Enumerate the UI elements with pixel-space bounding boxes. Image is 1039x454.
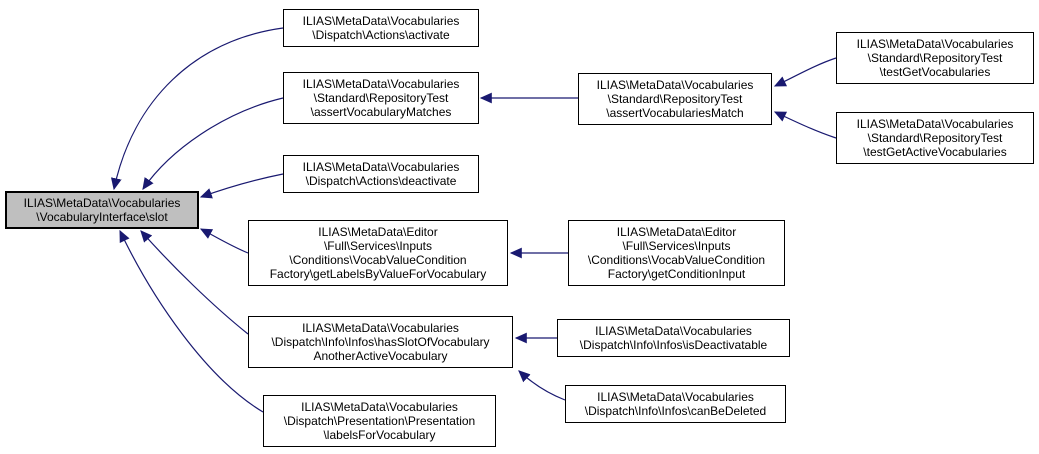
node-line: \Dispatch\Actions\deactivate xyxy=(305,174,457,188)
node-dispatch-actions-activate[interactable]: ILIAS\MetaData\Vocabularies \Dispatch\Ac… xyxy=(283,9,479,47)
node-infos-canBeDeleted[interactable]: ILIAS\MetaData\Vocabularies \Dispatch\In… xyxy=(565,385,786,423)
node-line: ILIAS\MetaData\Vocabularies xyxy=(23,196,181,210)
node-line: \VocabularyInterface\slot xyxy=(36,210,168,224)
edge-activate-to-slot xyxy=(110,27,284,191)
node-line: \Conditions\VocabValueCondition xyxy=(587,253,766,267)
node-line: \Dispatch\Info\Infos\isDeactivatable xyxy=(579,338,768,352)
node-repositorytest-assertVocabularyMatches[interactable]: ILIAS\MetaData\Vocabularies \Standard\Re… xyxy=(283,72,479,124)
node-vocabulary-interface-slot[interactable]: ILIAS\MetaData\Vocabularies \VocabularyI… xyxy=(5,191,199,229)
node-line: ILIAS\MetaData\Vocabularies xyxy=(595,324,752,338)
node-line: ILIAS\MetaData\Vocabularies xyxy=(856,37,1014,51)
edge-hasSlotOfVocabulary-to-slot xyxy=(140,230,249,335)
node-infos-isDeactivatable[interactable]: ILIAS\MetaData\Vocabularies \Dispatch\In… xyxy=(557,319,790,357)
node-line: ILIAS\MetaData\Vocabularies xyxy=(302,160,460,174)
edge-testGetActiveVocabularies-to-assertVocabulariesMatch xyxy=(773,111,837,139)
node-line: \Dispatch\Actions\activate xyxy=(312,28,450,42)
node-line: ILIAS\MetaData\Vocabularies xyxy=(597,390,754,404)
node-line: AnotherActiveVocabulary xyxy=(313,349,448,363)
edge-deactivate-to-slot xyxy=(199,173,284,199)
node-line: ILIAS\MetaData\Vocabularies xyxy=(302,14,460,28)
node-presentation-labelsForVocabulary[interactable]: ILIAS\MetaData\Vocabularies \Dispatch\Pr… xyxy=(263,395,496,447)
node-line: ILIAS\MetaData\Editor xyxy=(616,225,737,239)
node-line: \Full\Services\Inputs xyxy=(622,239,731,253)
node-dispatch-actions-deactivate[interactable]: ILIAS\MetaData\Vocabularies \Dispatch\Ac… xyxy=(283,155,479,193)
node-line: \Dispatch\Info\Infos\hasSlotOfVocabulary xyxy=(271,335,490,349)
node-line: \Dispatch\Presentation\Presentation xyxy=(283,414,476,428)
edge-labelsForVocabulary-to-slot xyxy=(119,229,264,413)
node-line: ILIAS\MetaData\Vocabularies xyxy=(302,77,460,91)
edge-getLabelsByValueForVocabulary-to-slot xyxy=(199,228,249,254)
node-line: ILIAS\MetaData\Vocabularies xyxy=(302,321,459,335)
node-line: \testGetActiveVocabularies xyxy=(863,145,1007,159)
node-line: Factory\getLabelsByValueForVocabulary xyxy=(269,267,487,281)
node-line: ILIAS\MetaData\Vocabularies xyxy=(596,78,754,92)
node-line: \testGetVocabularies xyxy=(879,65,991,79)
node-line: \Standard\RepositoryTest xyxy=(607,92,743,106)
node-testGetActiveVocabularies[interactable]: ILIAS\MetaData\Vocabularies \Standard\Re… xyxy=(836,112,1034,164)
node-getLabelsByValueForVocabulary[interactable]: ILIAS\MetaData\Editor \Full\Services\Inp… xyxy=(248,220,508,286)
node-getConditionInput[interactable]: ILIAS\MetaData\Editor \Full\Services\Inp… xyxy=(568,220,785,286)
node-line: ILIAS\MetaData\Vocabularies xyxy=(856,117,1014,131)
edge-testGetVocabularies-to-assertVocabulariesMatch xyxy=(773,57,837,87)
node-repositorytest-assertVocabulariesMatch[interactable]: ILIAS\MetaData\Vocabularies \Standard\Re… xyxy=(578,73,772,125)
node-line: \Standard\RepositoryTest xyxy=(867,51,1003,65)
node-line: ILIAS\MetaData\Vocabularies xyxy=(301,400,458,414)
node-line: ILIAS\MetaData\Editor xyxy=(318,225,438,239)
node-testGetVocabularies[interactable]: ILIAS\MetaData\Vocabularies \Standard\Re… xyxy=(836,32,1034,84)
node-line: \Dispatch\Info\Infos\canBeDeleted xyxy=(584,404,767,418)
node-line: \labelsForVocabulary xyxy=(323,428,436,442)
node-line: \Conditions\VocabValueCondition xyxy=(289,253,467,267)
node-line: \Standard\RepositoryTest xyxy=(313,91,449,105)
node-hasSlotOfVocabularyAnotherActiveVocabulary[interactable]: ILIAS\MetaData\Vocabularies \Dispatch\In… xyxy=(248,316,513,368)
node-line: Factory\getConditionInput xyxy=(607,267,746,281)
node-line: \Standard\RepositoryTest xyxy=(867,131,1003,145)
node-line: \assertVocabularyMatches xyxy=(310,105,452,119)
node-line: \Full\Services\Inputs xyxy=(323,239,433,253)
edge-canBeDeleted-to-hasSlotOfVocabulary xyxy=(518,370,566,401)
node-line: \assertVocabulariesMatch xyxy=(606,106,744,120)
edge-assertVocabularyMatches-to-slot xyxy=(142,97,284,190)
